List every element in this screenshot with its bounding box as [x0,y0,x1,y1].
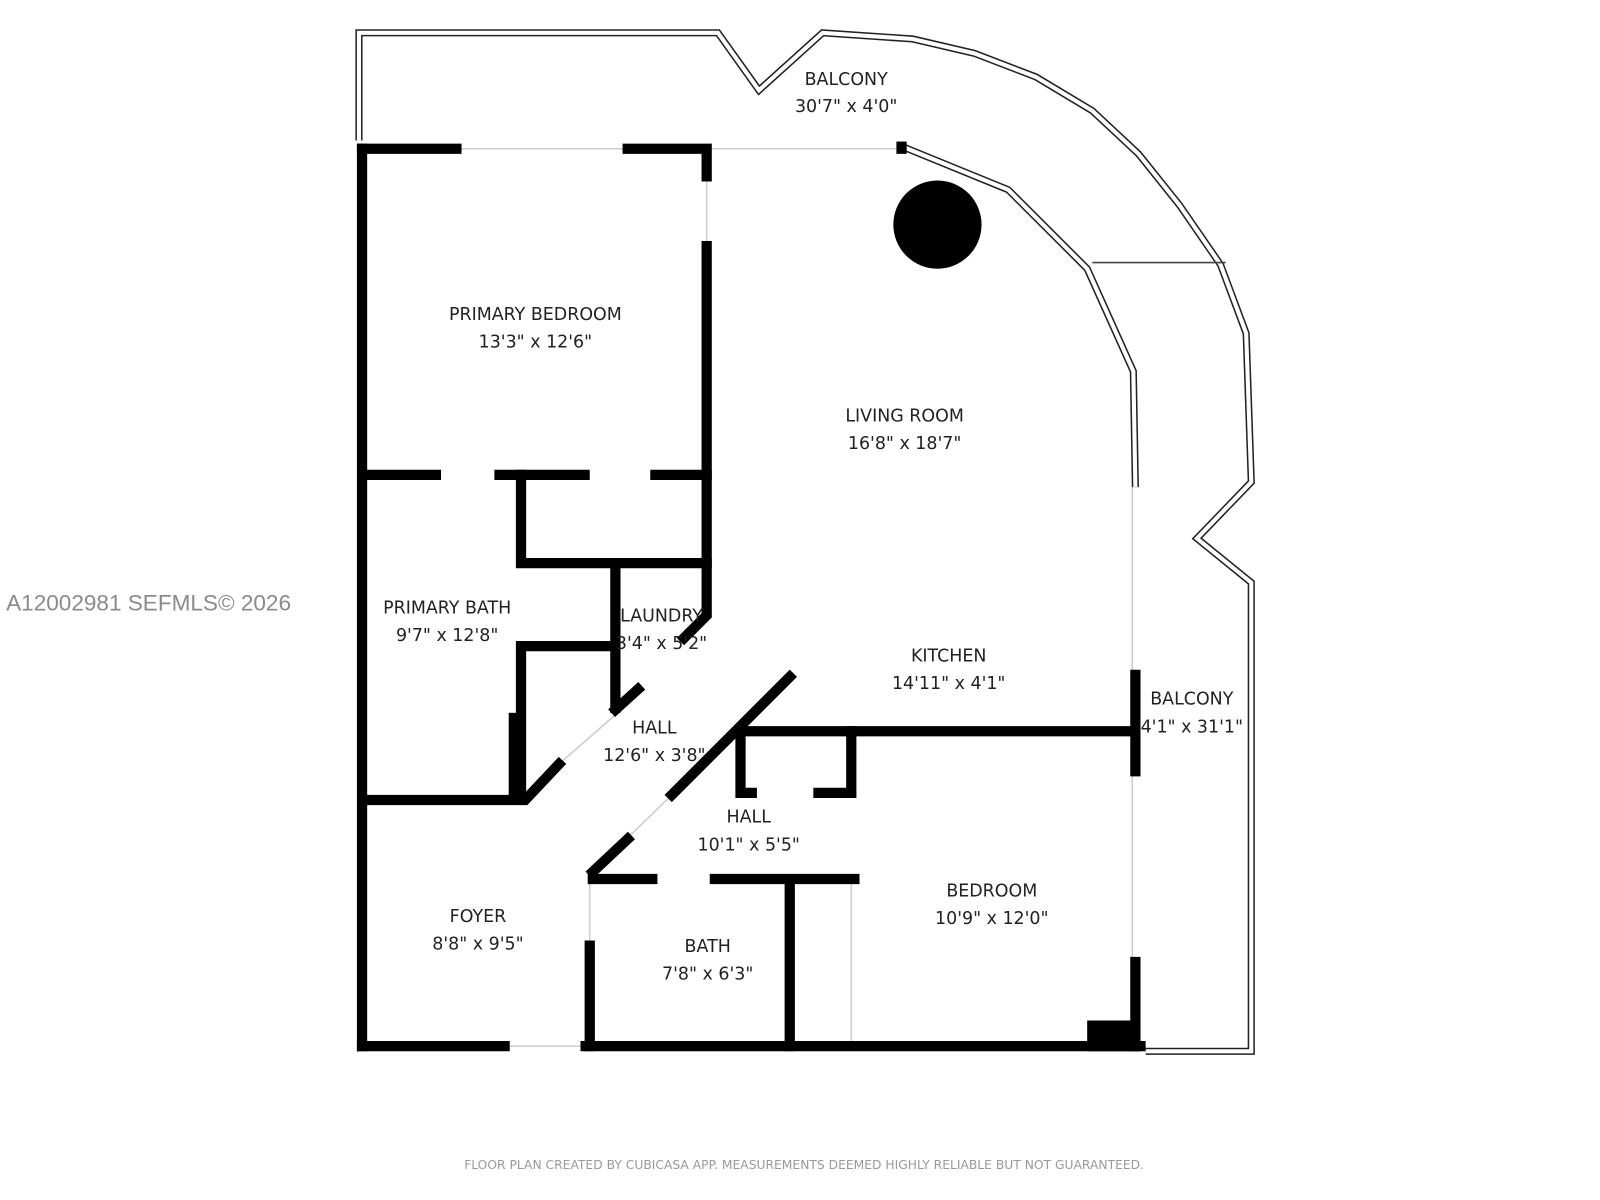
svg-text:10'1" x 5'5": 10'1" x 5'5" [698,835,800,855]
svg-text:HALL: HALL [632,718,677,738]
svg-text:14'11" x 4'1": 14'11" x 4'1" [892,674,1006,694]
svg-text:KITCHEN: KITCHEN [911,647,987,667]
svg-text:LAUNDRY: LAUNDRY [620,607,703,627]
walls [356,141,1146,1052]
svg-text:9'7" x 12'8": 9'7" x 12'8" [396,626,498,646]
room-bath: BATH 7'8" x 6'3" [662,937,753,985]
svg-text:4'1" x 31'1": 4'1" x 31'1" [1141,717,1243,737]
room-foyer: FOYER 8'8" x 9'5" [432,907,523,955]
svg-text:8'8" x 9'5": 8'8" x 9'5" [432,935,523,955]
svg-text:LIVING ROOM: LIVING ROOM [845,407,964,427]
column [893,180,982,269]
room-kitchen: KITCHEN 14'11" x 4'1" [892,647,1006,695]
room-bedroom: BEDROOM 10'9" x 12'0" [935,881,1048,929]
svg-text:BATH: BATH [685,937,731,957]
svg-text:12'6" x 3'8": 12'6" x 3'8" [603,746,705,766]
bay-window [901,143,1139,488]
room-balcony-side: BALCONY 4'1" x 31'1" [1141,690,1243,738]
svg-text:HALL: HALL [726,808,771,828]
room-laundry: LAUNDRY 3'4" x 5'2" [616,607,707,655]
svg-text:PRIMARY BEDROOM: PRIMARY BEDROOM [449,305,622,325]
svg-text:16'8" x 18'7": 16'8" x 18'7" [848,434,961,454]
room-living-room: LIVING ROOM 16'8" x 18'7" [845,407,964,455]
svg-text:10'9" x 12'0": 10'9" x 12'0" [935,909,1048,929]
svg-text:30'7" x 4'0": 30'7" x 4'0" [795,97,897,117]
svg-text:FOYER: FOYER [450,907,507,927]
svg-text:3'4" x 5'2": 3'4" x 5'2" [616,634,707,654]
room-primary-bedroom: PRIMARY BEDROOM 13'3" x 12'6" [449,305,622,353]
svg-text:13'3" x 12'6": 13'3" x 12'6" [479,333,592,353]
svg-text:PRIMARY BATH: PRIMARY BATH [383,598,511,618]
room-hall-2: HALL 10'1" x 5'5" [698,808,800,856]
room-balcony-top: BALCONY 30'7" x 4'0" [795,70,897,117]
room-primary-bath: PRIMARY BATH 9'7" x 12'8" [383,598,511,646]
balcony-outline [355,29,1255,1055]
room-hall-1: HALL 12'6" x 3'8" [603,718,705,766]
svg-text:7'8" x 6'3": 7'8" x 6'3" [662,964,753,984]
svg-text:BEDROOM: BEDROOM [946,881,1037,901]
watermark: A12002981 SEFMLS© 2026 [6,590,291,615]
footer-disclaimer: FLOOR PLAN CREATED BY CUBICASA APP. MEAS… [464,1158,1144,1172]
svg-text:BALCONY: BALCONY [1150,690,1233,710]
svg-text:BALCONY: BALCONY [805,70,888,90]
